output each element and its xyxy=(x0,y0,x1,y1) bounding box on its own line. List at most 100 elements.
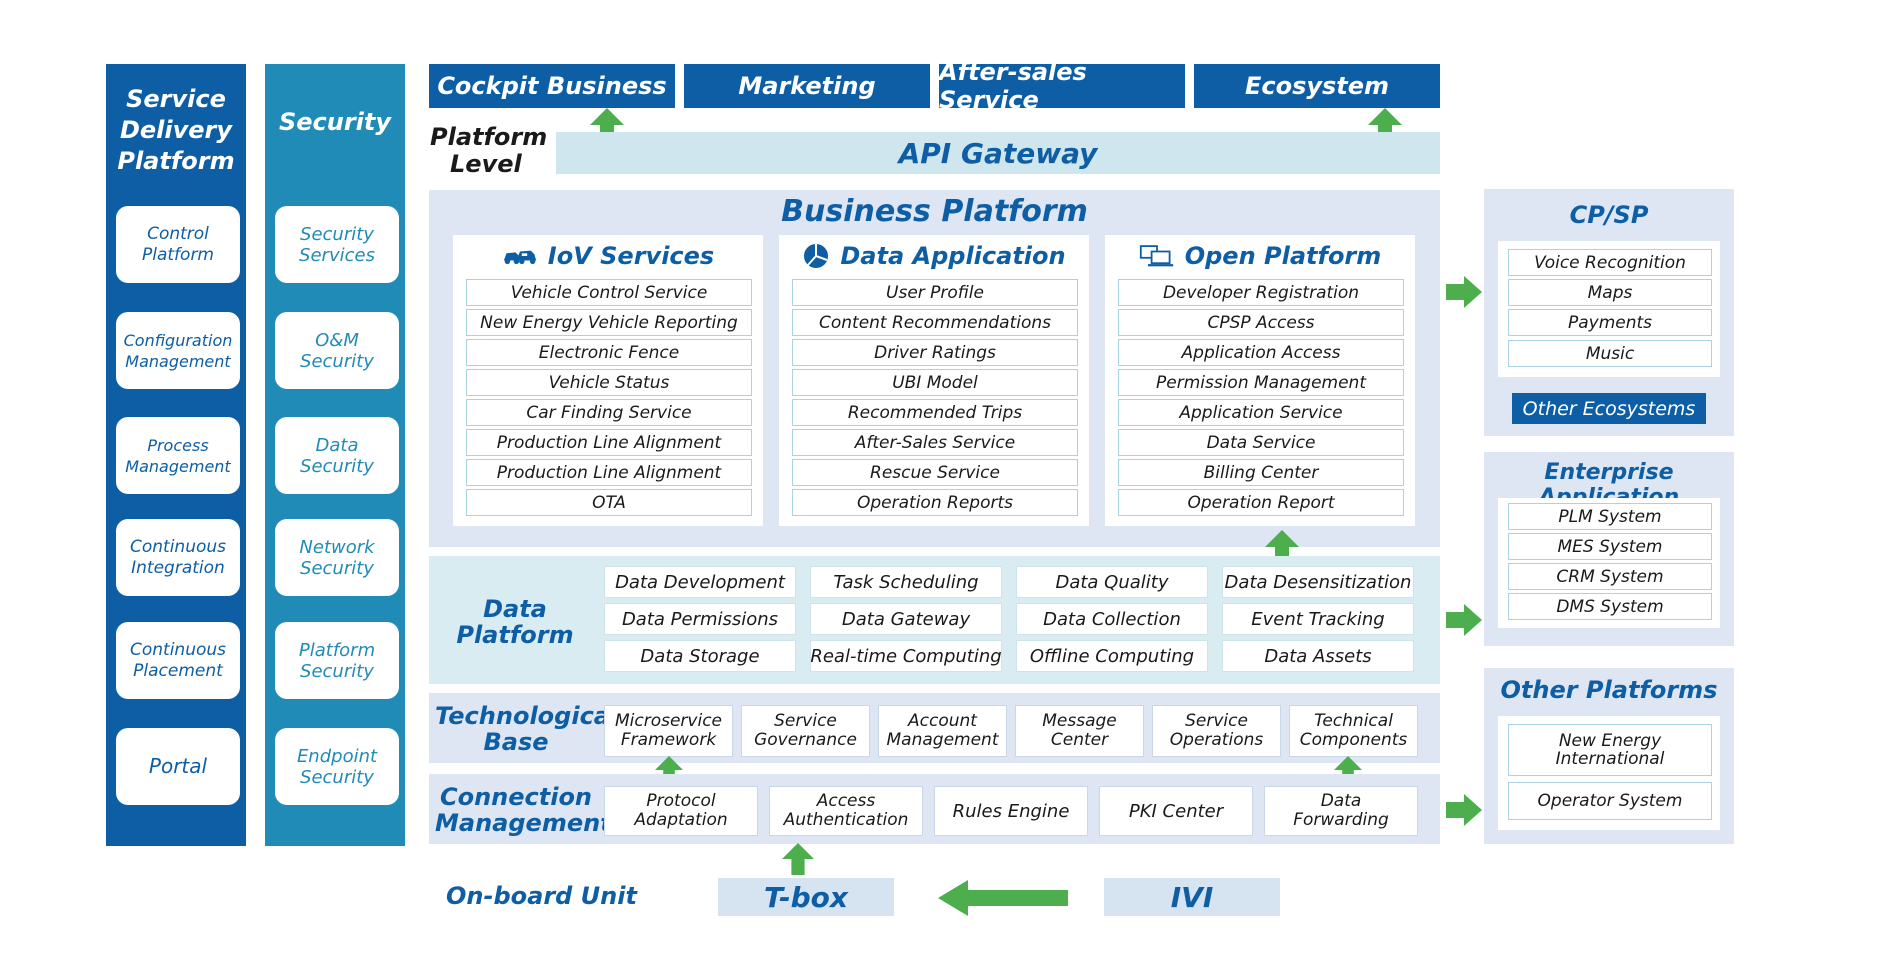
list-item[interactable]: UBI Model xyxy=(792,369,1078,396)
list-item[interactable]: Car Finding Service xyxy=(466,399,752,426)
arrow-up-icon xyxy=(590,108,624,142)
cars-icon xyxy=(502,243,538,269)
arrow-right-icon xyxy=(1446,794,1482,826)
api-gateway[interactable]: API Gateway xyxy=(556,132,1440,174)
list-item[interactable]: Vehicle Status xyxy=(466,369,752,396)
list-item[interactable]: Production Line Alignment xyxy=(466,429,752,456)
tab-ecosystem[interactable]: Ecosystem xyxy=(1194,64,1440,108)
ivi[interactable]: IVI xyxy=(1104,878,1280,916)
data-platform: Data Platform Data Development Task Sche… xyxy=(429,556,1440,684)
tab-marketing[interactable]: Marketing xyxy=(684,64,930,108)
data-platform-cell[interactable]: Offline Computing xyxy=(1016,640,1208,672)
data-platform-cell[interactable]: Data Permissions xyxy=(604,603,796,635)
list-item[interactable]: Payments xyxy=(1508,309,1712,336)
list-item[interactable]: Maps xyxy=(1508,279,1712,306)
arrow-up-icon xyxy=(1333,756,1363,784)
list-item[interactable]: Developer Registration xyxy=(1118,279,1404,306)
list-item[interactable]: Driver Ratings xyxy=(792,339,1078,366)
data-platform-cell[interactable]: Data Storage xyxy=(604,640,796,672)
computers-icon xyxy=(1139,243,1175,269)
iov-services-panel: IoV Services Vehicle Control Service New… xyxy=(453,235,763,526)
connection-cell[interactable]: PKI Center xyxy=(1099,786,1253,836)
cpsp-panel: CP/SP Voice Recognition Maps Payments Mu… xyxy=(1484,189,1734,436)
data-platform-cell[interactable]: Real-time Computing xyxy=(810,640,1002,672)
list-item[interactable]: Content Recommendations xyxy=(792,309,1078,336)
data-platform-cell[interactable]: Data Desensitization xyxy=(1222,566,1414,598)
data-platform-cell[interactable]: Data Collection xyxy=(1016,603,1208,635)
arrow-left-icon xyxy=(938,880,1068,916)
data-platform-cell[interactable]: Data Quality xyxy=(1016,566,1208,598)
list-item[interactable]: Application Access xyxy=(1118,339,1404,366)
list-item[interactable]: DMS System xyxy=(1508,593,1712,620)
list-item[interactable]: Application Service xyxy=(1118,399,1404,426)
list-item[interactable]: Production Line Alignment xyxy=(466,459,752,486)
enterprise-application-panel: Enterprise Application PLM System MES Sy… xyxy=(1484,452,1734,646)
list-item[interactable]: New Energy Vehicle Reporting xyxy=(466,309,752,336)
list-item[interactable]: Billing Center xyxy=(1118,459,1404,486)
list-item[interactable]: Voice Recognition xyxy=(1508,249,1712,276)
tab-after-sales-service[interactable]: After-sales Service xyxy=(939,58,1185,114)
list-item[interactable]: After-Sales Service xyxy=(792,429,1078,456)
list-item[interactable]: Operation Report xyxy=(1118,489,1404,516)
list-item[interactable]: Operator System xyxy=(1508,782,1712,820)
security-title: Security xyxy=(278,108,392,136)
tab-cockpit-business[interactable]: Cockpit Business xyxy=(429,64,675,108)
arrow-right-icon xyxy=(1446,604,1482,636)
list-item[interactable]: Music xyxy=(1508,340,1712,367)
connection-cell[interactable]: Rules Engine xyxy=(934,786,1088,836)
list-item[interactable]: Permission Management xyxy=(1118,369,1404,396)
list-item[interactable]: Rescue Service xyxy=(792,459,1078,486)
iov-services-header: IoV Services xyxy=(453,239,763,273)
arrow-up-icon xyxy=(654,756,684,784)
arrow-up-icon xyxy=(782,842,814,876)
sdp-item-portal[interactable]: Portal xyxy=(116,728,240,805)
data-platform-cell[interactable]: Data Gateway xyxy=(810,603,1002,635)
list-item[interactable]: Vehicle Control Service xyxy=(466,279,752,306)
list-item[interactable]: Data Service xyxy=(1118,429,1404,456)
list-item[interactable]: Electronic Fence xyxy=(466,339,752,366)
tbox[interactable]: T-box xyxy=(718,878,894,916)
technological-base-title: Technological Base xyxy=(435,702,619,756)
data-platform-cell[interactable]: Data Development xyxy=(604,566,796,598)
data-platform-cell[interactable]: Task Scheduling xyxy=(810,566,1002,598)
list-item[interactable]: Recommended Trips xyxy=(792,399,1078,426)
list-item[interactable]: User Profile xyxy=(792,279,1078,306)
list-item[interactable]: Operation Reports xyxy=(792,489,1078,516)
connection-management-title: Connection Management xyxy=(435,783,612,837)
other-ecosystems-button[interactable]: Other Ecosystems xyxy=(1512,393,1706,424)
list-item[interactable]: CRM System xyxy=(1508,563,1712,590)
list-item[interactable]: CPSP Access xyxy=(1118,309,1404,336)
data-platform-title: Data Platform xyxy=(456,595,574,649)
list-item[interactable]: PLM System xyxy=(1508,503,1712,530)
data-platform-cell[interactable]: Event Tracking xyxy=(1222,603,1414,635)
sdp-title: Service Delivery Platform xyxy=(117,85,235,175)
list-item[interactable]: MES System xyxy=(1508,533,1712,560)
list-item[interactable]: OTA xyxy=(466,489,752,516)
data-platform-cell[interactable]: Data Assets xyxy=(1222,640,1414,672)
